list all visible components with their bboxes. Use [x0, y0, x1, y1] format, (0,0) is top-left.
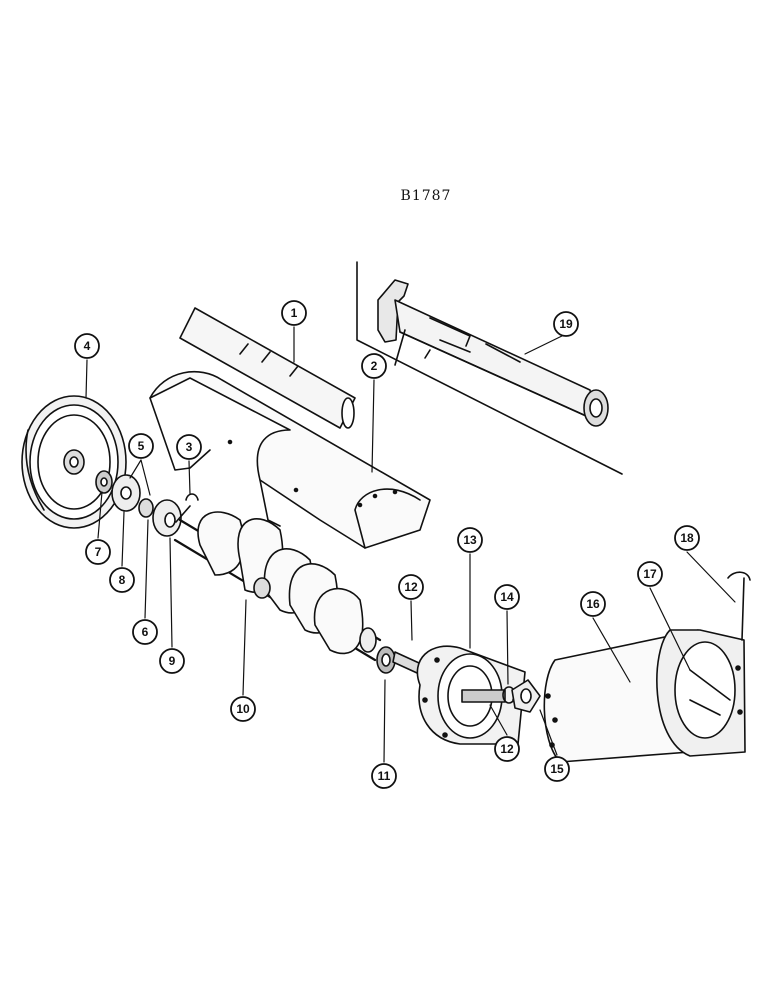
part-10-auger — [173, 511, 382, 662]
svg-text:19: 19 — [559, 317, 573, 331]
callout-13: 13 — [457, 527, 483, 553]
callout-6: 6 — [132, 619, 158, 645]
svg-text:11: 11 — [378, 769, 391, 783]
part-2-trough — [149, 370, 431, 549]
callout-10: 10 — [230, 696, 256, 722]
svg-text:18: 18 — [680, 531, 694, 545]
callout-5: 5 — [128, 433, 154, 459]
part-7-collar — [95, 470, 113, 494]
callout-1: 1 — [281, 300, 307, 326]
callout-18: 18 — [674, 525, 700, 551]
part-6-bearing — [138, 498, 154, 518]
part-1-cover-strip — [179, 307, 356, 429]
part-9-flange-bearing — [152, 499, 191, 537]
svg-text:15: 15 — [550, 762, 564, 776]
part-17-end-plate — [656, 629, 746, 757]
part-11-bearing — [376, 646, 396, 674]
svg-text:8: 8 — [119, 573, 126, 587]
callout-11: 11 — [371, 763, 397, 789]
part-13-housing — [416, 645, 526, 745]
svg-text:10: 10 — [236, 702, 250, 716]
callout-9: 9 — [159, 648, 185, 674]
callout-2: 2 — [361, 353, 387, 379]
svg-text:9: 9 — [169, 654, 176, 668]
svg-text:13: 13 — [463, 533, 477, 547]
part-3-clip — [185, 493, 199, 501]
svg-text:7: 7 — [95, 545, 102, 559]
callout-19: 19 — [553, 311, 579, 337]
inset-frame — [356, 261, 623, 475]
svg-text:14: 14 — [500, 590, 514, 604]
part-4-pulley — [21, 395, 127, 529]
callouts: 1 2 3 4 5 6 7 8 9 10 11 12 13 14 15 16 1… — [74, 300, 700, 789]
callout-17: 17 — [637, 561, 663, 587]
svg-text:6: 6 — [142, 625, 149, 639]
callout-4: 4 — [74, 333, 100, 359]
svg-text:3: 3 — [186, 440, 193, 454]
svg-text:4: 4 — [84, 339, 91, 353]
part-18-rod — [727, 571, 751, 641]
svg-text:12: 12 — [404, 580, 418, 594]
part-15-flange — [511, 679, 541, 713]
callout-15: 15 — [544, 756, 570, 782]
part-8-flange — [111, 474, 141, 512]
callout-3: 3 — [176, 434, 202, 460]
callout-12-lower: 12 — [494, 736, 520, 762]
svg-text:1: 1 — [291, 306, 298, 320]
svg-text:5: 5 — [138, 439, 145, 453]
part-19-inset-auger — [377, 279, 609, 427]
callout-16: 16 — [580, 591, 606, 617]
callout-8: 8 — [109, 567, 135, 593]
callout-12-upper: 12 — [398, 574, 424, 600]
svg-text:2: 2 — [371, 359, 378, 373]
svg-text:16: 16 — [586, 597, 600, 611]
callout-14: 14 — [494, 584, 520, 610]
svg-text:12: 12 — [500, 742, 514, 756]
leader-lines — [85, 326, 736, 763]
svg-text:17: 17 — [643, 567, 657, 581]
callout-7: 7 — [85, 539, 111, 565]
figure-id: B1787 — [400, 188, 452, 204]
